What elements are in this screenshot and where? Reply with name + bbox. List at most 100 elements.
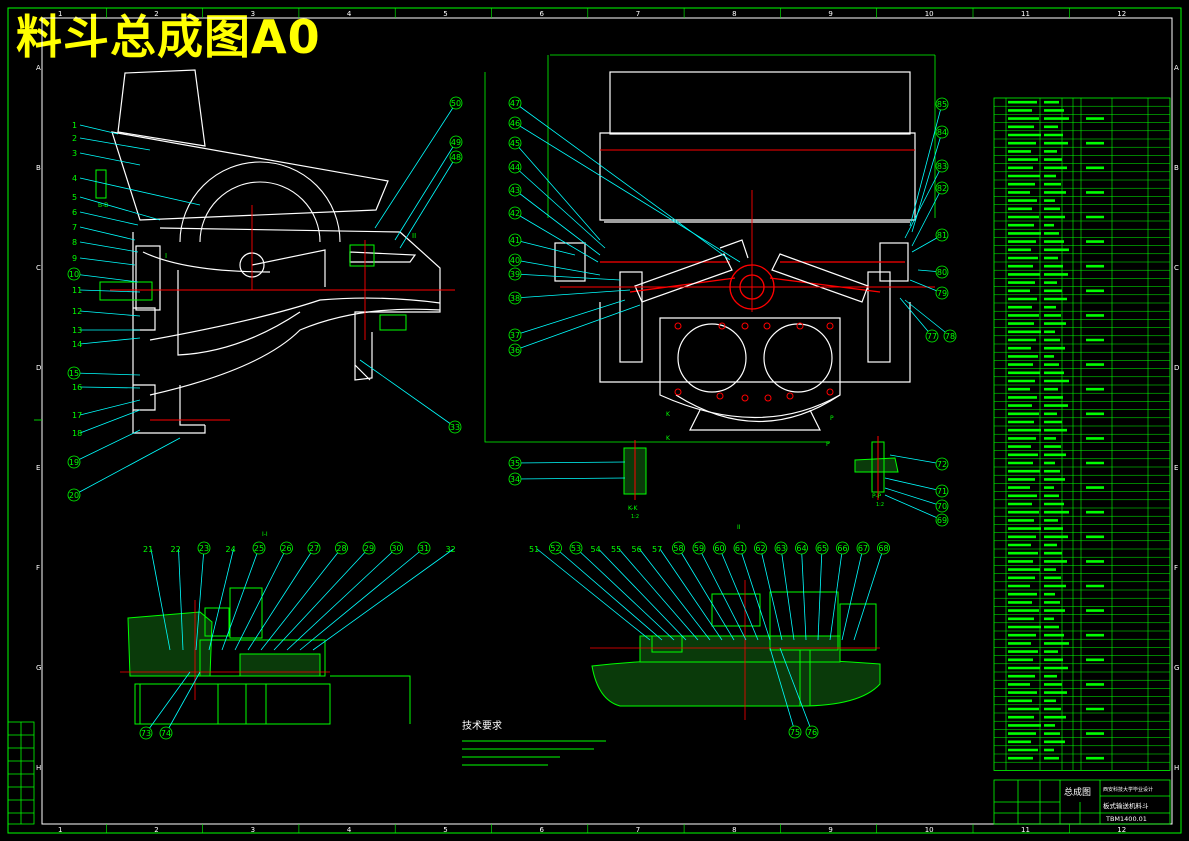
- callout-circle: [935, 125, 949, 139]
- callout-number: 4: [72, 174, 77, 183]
- callout-circle: [508, 160, 522, 174]
- callout-balloon: 65: [815, 541, 829, 641]
- callout-circle: [508, 343, 522, 357]
- grid-col-label: 6: [540, 10, 545, 18]
- leader-line: [779, 647, 813, 733]
- leader-line: [165, 671, 201, 734]
- leader-line: [739, 547, 771, 641]
- grid-col-label: 10: [925, 826, 934, 834]
- callout-balloon: 68: [853, 541, 890, 641]
- callout-label: 16: [72, 383, 141, 392]
- callout-label: 11: [72, 286, 141, 295]
- callout-circle: [448, 420, 462, 434]
- callout-circle: [549, 541, 562, 555]
- grid-col-label: 9: [828, 10, 832, 18]
- callout-circle: [67, 366, 81, 380]
- callout-balloon: 10: [67, 267, 139, 283]
- callout-circle: [774, 541, 788, 555]
- callout-balloon: 44: [508, 160, 606, 249]
- callout-number: 76: [807, 728, 817, 737]
- callout-circle: [935, 181, 949, 195]
- callout-number: 29: [364, 544, 374, 553]
- grid-col-label: 5: [443, 10, 447, 18]
- leader-line: [299, 547, 425, 651]
- grid-row-label: H: [36, 764, 41, 772]
- callout-circle: [935, 228, 949, 242]
- grid-row-label: A: [1174, 64, 1179, 72]
- callout-circle: [449, 96, 463, 110]
- callout-circle: [935, 513, 949, 527]
- callout-balloon: 33: [359, 359, 462, 434]
- side-view: [111, 69, 441, 434]
- callout-balloon: 82: [911, 181, 949, 247]
- callout-number: 44: [510, 163, 520, 172]
- leader-line: [73, 429, 141, 463]
- leader-line: [312, 548, 454, 651]
- callout-number: 35: [510, 459, 520, 468]
- leader-line: [234, 547, 287, 651]
- callout-number: 11: [72, 286, 82, 295]
- callout-number: 42: [510, 209, 520, 218]
- callout-circle: [935, 159, 949, 173]
- callout-balloon: 20: [67, 437, 181, 502]
- callout-balloon: 31: [299, 541, 431, 651]
- callout-number: 50: [451, 99, 461, 108]
- leader-line: [659, 548, 723, 641]
- callout-balloon: 27: [247, 541, 321, 651]
- grid-col-label: 3: [251, 826, 255, 834]
- title-block-name: 总成图: [1064, 786, 1091, 798]
- parts-list-table: [993, 97, 1171, 771]
- inner-frame: [41, 17, 1173, 825]
- label-i-i: I-I: [262, 531, 268, 538]
- front-view-bolts: [674, 322, 834, 402]
- callout-label: 12: [72, 307, 141, 317]
- label-p-lower: P: [826, 441, 830, 448]
- leader-line: [760, 547, 783, 641]
- callout-circle: [836, 541, 849, 555]
- callout-number: 49: [451, 138, 461, 147]
- callout-number: 53: [571, 544, 581, 553]
- callout-circle: [390, 541, 403, 555]
- callout-number: 40: [510, 256, 520, 265]
- detail-view-ii: [591, 591, 881, 707]
- leader-line: [79, 386, 141, 389]
- callout-number: 64: [796, 544, 806, 553]
- leader-line: [904, 165, 943, 239]
- callout-circle: [67, 455, 81, 469]
- callout-balloon: 43: [508, 183, 601, 256]
- callout-circle: [877, 541, 890, 555]
- grid-col-label: 12: [1117, 10, 1126, 18]
- grid-row-label: C: [36, 264, 41, 272]
- front-view: [547, 54, 936, 431]
- leader-line: [884, 487, 943, 507]
- callout-balloon: 41: [508, 233, 576, 256]
- callout-circle: [935, 265, 949, 279]
- callout-number: 20: [69, 491, 79, 500]
- callout-balloon: 61: [733, 541, 771, 641]
- callout-balloon: 26: [234, 541, 293, 651]
- callout-balloon: 83: [904, 159, 949, 239]
- callout-number: 60: [714, 544, 724, 553]
- section-kk: [623, 440, 647, 500]
- grid-row-label: D: [1174, 364, 1179, 372]
- leader-line: [286, 547, 397, 651]
- leader-line: [221, 547, 260, 651]
- side-view-hatch: [95, 169, 407, 331]
- grid-col-label: 1: [58, 10, 62, 18]
- callout-balloon: 29: [273, 541, 376, 651]
- callout-balloon: 79: [909, 279, 949, 300]
- callout-circle: [788, 725, 802, 739]
- callout-number: 84: [937, 128, 947, 137]
- callout-circle: [67, 488, 81, 502]
- grid-col-label: 1: [58, 826, 62, 834]
- callout-number: 54: [591, 545, 601, 554]
- callout-label: 24: [208, 545, 236, 651]
- callout-balloon: 85: [909, 97, 949, 227]
- callout-number: 3: [72, 149, 77, 158]
- leader-line: [79, 289, 141, 293]
- callout-circle: [569, 541, 583, 555]
- callout-label: 54: [591, 545, 687, 641]
- callout-balloon: 69: [884, 494, 949, 527]
- callout-label: 56: [632, 545, 711, 641]
- label-k-upper: K: [666, 411, 671, 418]
